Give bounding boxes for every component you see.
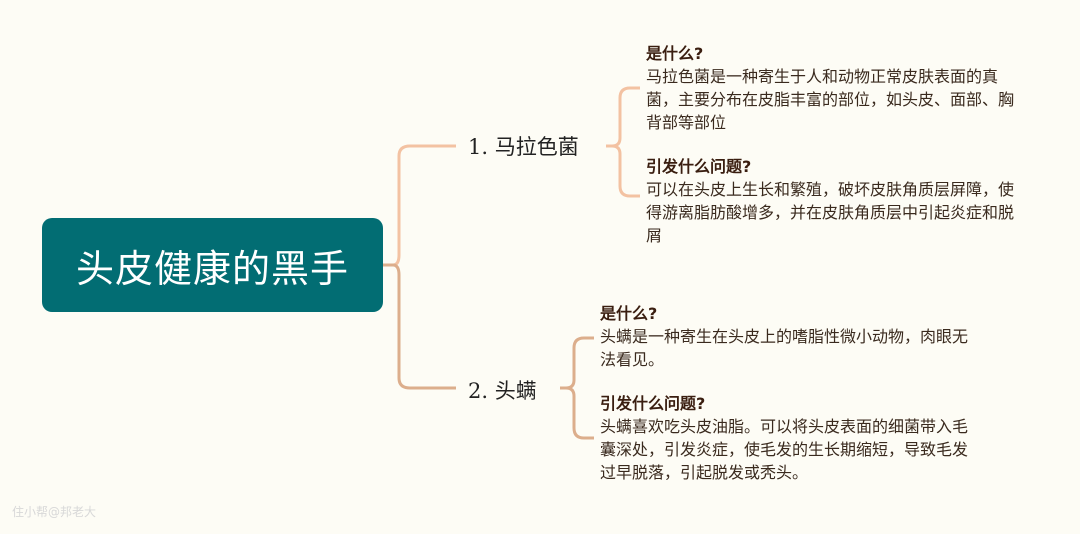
root-topic-node[interactable]: 头皮健康的黑手: [42, 218, 383, 312]
branch-1-detail-note[interactable]: 是什么? 马拉色菌是一种寄生于人和动物正常皮肤表面的真菌，主要分布在皮脂丰富的部…: [646, 42, 1026, 247]
branch-1-node[interactable]: 1. 马拉色菌: [468, 131, 579, 161]
branch-2-problem-text: 头螨喜欢吃头皮油脂。可以将头皮表面的细菌带入毛囊深处，引发炎症，使毛发的生长期缩…: [600, 417, 969, 482]
root-topic-title: 头皮健康的黑手: [75, 246, 349, 291]
branch-1-problem-text: 可以在头皮上生长和繁殖，破坏皮肤角质层屏障，使得游离脂肪酸增多，并在皮肤角质层中…: [646, 180, 1015, 245]
branch-2-bracket: [560, 336, 594, 440]
branch-2-node[interactable]: 2. 头螨: [468, 375, 537, 405]
branch-1-bracket: [606, 86, 640, 198]
root-to-branch-1-connector: [383, 144, 456, 267]
branch-2-label: 2. 头螨: [468, 379, 537, 403]
branch-1-what-text: 马拉色菌是一种寄生于人和动物正常皮肤表面的真菌，主要分布在皮脂丰富的部位，如头皮…: [646, 67, 1015, 132]
watermark: 住小帮@邦老大: [12, 505, 97, 519]
branch-2-what-heading: 是什么?: [600, 304, 658, 323]
branch-2-problem-heading: 引发什么问题?: [600, 394, 706, 413]
branch-1-label: 1. 马拉色菌: [468, 135, 579, 159]
branch-2-detail-note[interactable]: 是什么? 头螨是一种寄生在头皮上的嗜脂性微小动物，肉眼无法看见。 引发什么问题?…: [600, 302, 980, 484]
branch-2-what-text: 头螨是一种寄生在头皮上的嗜脂性微小动物，肉眼无法看见。: [600, 327, 969, 369]
root-to-branch-2-connector: [383, 263, 456, 390]
branch-1-what-heading: 是什么?: [646, 44, 704, 63]
branch-1-problem-heading: 引发什么问题?: [646, 157, 752, 176]
